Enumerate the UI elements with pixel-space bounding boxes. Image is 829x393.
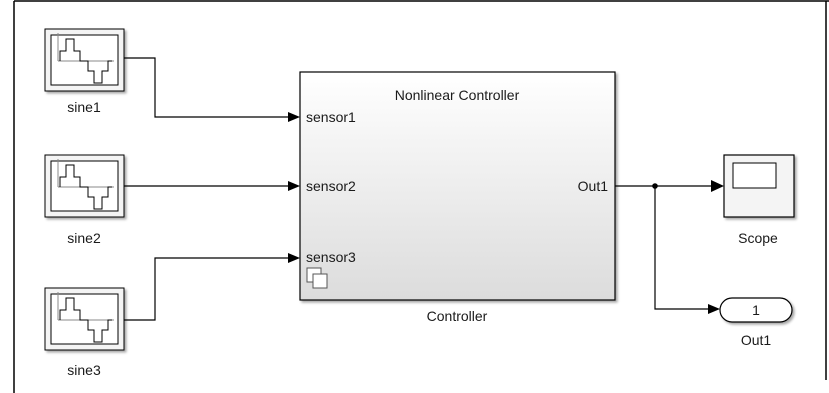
outport-label-out1: Out1 [578,178,609,194]
scope-block[interactable] [723,154,795,218]
signal-line-sine2[interactable] [124,181,300,191]
inport-label-sensor1: sensor1 [306,109,356,125]
outport-label: Out1 [741,332,772,348]
sine1-block[interactable] [44,28,125,92]
signal-line-out1-to-scope[interactable] [615,180,724,192]
inport-label-sensor2: sensor2 [306,178,356,194]
signal-line-sine3[interactable] [124,253,300,321]
signal-line-sine1[interactable] [124,57,300,122]
sine2-label: sine2 [67,230,101,246]
signal-line-out1-to-outport[interactable] [654,186,720,314]
sine1-label: sine1 [67,99,101,115]
scope-icon [732,162,777,189]
subsystem-icon [306,267,328,289]
scope-label: Scope [738,230,778,246]
inport-label-sensor3: sensor3 [306,249,356,265]
outport-block[interactable] [719,297,793,323]
subsystem-title: Nonlinear Controller [395,87,520,103]
sine3-block[interactable] [44,287,125,351]
subsystem-name: Controller [427,308,488,324]
controller-subsystem-block[interactable] [299,71,616,301]
sine3-label: sine3 [67,362,101,378]
sine2-block[interactable] [44,154,125,218]
outport-number: 1 [752,302,760,318]
